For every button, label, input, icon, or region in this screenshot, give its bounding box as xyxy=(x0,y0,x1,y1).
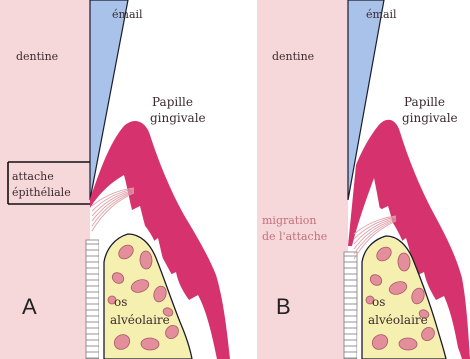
panel-separator xyxy=(232,0,257,359)
bone-marrow-spot xyxy=(141,338,159,351)
attachment-label-line1: attache xyxy=(12,170,54,183)
bone-marrow-spot xyxy=(399,338,417,351)
panel-b-letter: B xyxy=(276,294,291,319)
papilla-label-line2: gingivale xyxy=(150,111,206,125)
papilla-label-line2: gingivale xyxy=(402,111,458,125)
papilla-label-line1: Papille xyxy=(152,95,193,109)
migration-label-line2: de l'attache xyxy=(262,230,327,243)
attachment-label-line2: épithéliale xyxy=(12,186,71,199)
dentin-label: dentine xyxy=(16,50,58,63)
panel-a-letter: A xyxy=(22,294,37,319)
panel-a: émail dentine Papille gingivale attache … xyxy=(0,0,232,359)
migration-label-line1: migration xyxy=(262,214,316,227)
dentin-label: dentine xyxy=(272,50,314,63)
panel-b: émail dentine Papille gingivale migratio… xyxy=(257,0,470,359)
enamel-label: émail xyxy=(366,8,397,21)
bone-label-line2: alvéolaire xyxy=(368,313,428,327)
enamel-label: émail xyxy=(112,8,143,21)
root-cementum xyxy=(86,240,99,359)
bone-label-line1: os xyxy=(114,295,127,309)
root-cementum xyxy=(344,252,357,359)
bone-label-line2: alvéolaire xyxy=(110,313,170,327)
bone-label-line1: os xyxy=(372,295,385,309)
papilla-label-line1: Papille xyxy=(404,95,445,109)
